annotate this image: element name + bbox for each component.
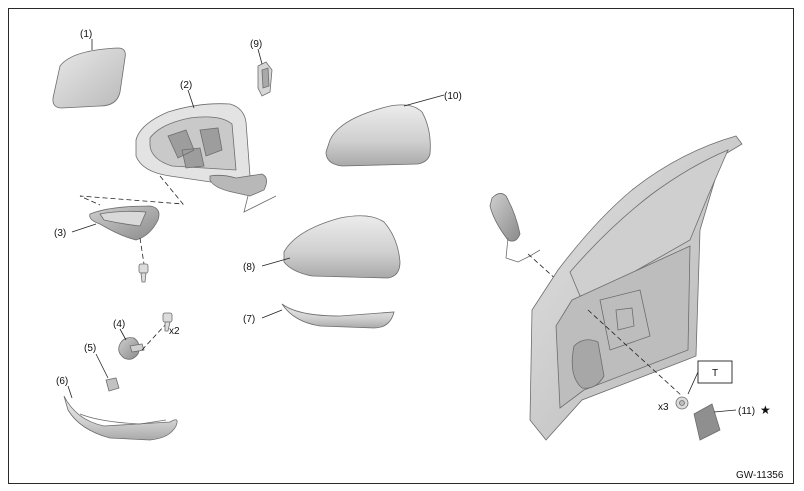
bolt-axis: [587, 309, 683, 397]
sealer-film-part: [693, 403, 721, 441]
document-code: GW-11356: [736, 470, 784, 481]
reference-dash-2-3: [79, 175, 184, 206]
label-1: (1): [80, 29, 92, 40]
star-icon: ★: [760, 403, 771, 417]
qty-screws-mirror: x2: [169, 326, 180, 337]
bulb-socket-part: [105, 377, 120, 392]
label-3: (3): [54, 228, 66, 239]
leader-line-3: [71, 223, 97, 233]
label-8: (8): [243, 262, 255, 273]
label-4: (4): [113, 319, 125, 330]
bolt-part: [675, 396, 689, 410]
label-7: (7): [243, 314, 255, 325]
mirror-actuator-part: [118, 337, 145, 360]
mirror-glass-part: [52, 47, 126, 109]
screw-part: [138, 263, 149, 283]
door-panel-part: [529, 135, 743, 441]
label-6: (6): [56, 376, 68, 387]
label-5: (5): [84, 343, 96, 354]
leader-line-5: [95, 353, 109, 379]
garnish-strip-part: [281, 303, 395, 329]
bracket-part: [257, 61, 273, 97]
leader-line-4: [119, 328, 127, 341]
leader-line-2: [187, 89, 195, 109]
label-9: (9): [250, 39, 262, 50]
qty-bolts-door: x3: [658, 402, 669, 413]
leader-line-9: [257, 48, 263, 65]
leader-line-6: [67, 385, 73, 399]
mirror-cover-upper-part: [325, 104, 431, 167]
mirror-housing-part: [135, 103, 277, 213]
torque-tag: [687, 360, 733, 395]
torque-tag-label: T: [712, 368, 718, 379]
mirror-cover-lower-part: [283, 215, 401, 279]
diagram-frame: [8, 8, 794, 484]
turn-signal-lamp-part: [89, 205, 160, 241]
lower-cover-part: [63, 395, 178, 441]
screw-axis-4: [141, 323, 167, 351]
leader-line-10: [403, 94, 445, 107]
screw-axis-3: [139, 237, 145, 265]
leader-line-7: [261, 309, 283, 319]
screw-part: [162, 312, 173, 332]
mirror-assembly-part: [489, 193, 541, 263]
label-10: (10): [444, 91, 462, 102]
leader-line-8: [261, 257, 291, 267]
leader-line-11: [713, 409, 737, 413]
label-2: (2): [180, 80, 192, 91]
label-11: (11): [738, 406, 755, 417]
